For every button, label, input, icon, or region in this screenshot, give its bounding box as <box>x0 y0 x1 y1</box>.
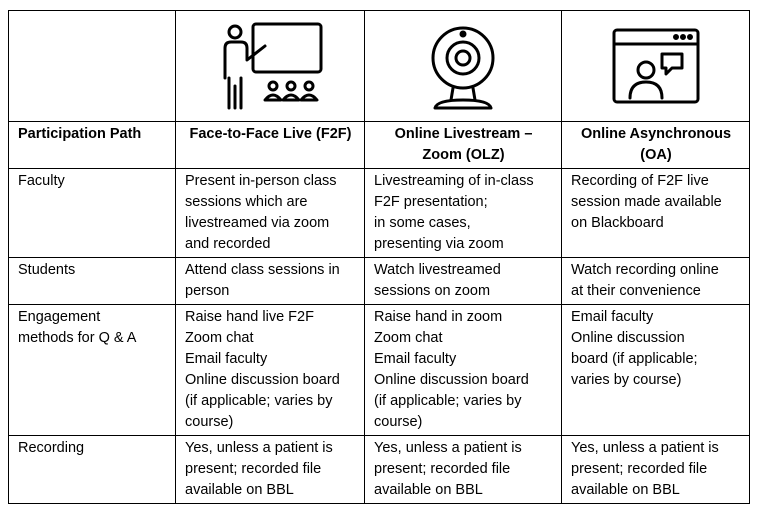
row-label-cell: Engagement methods for Q & A <box>8 304 176 436</box>
oa-cell: Recording of F2F live session made availa… <box>561 168 750 258</box>
oa-icon-cell <box>561 10 750 122</box>
cell-line: in some cases, <box>374 215 471 231</box>
header-line: (OA) <box>640 147 672 163</box>
cell-line: present; recorded file <box>185 461 322 477</box>
participation-path-header: Participation Path <box>8 121 176 169</box>
cell-line: Raise hand in zoom <box>374 309 503 325</box>
cell-line: session made available <box>571 194 722 210</box>
cell-line: sessions which are <box>185 194 308 210</box>
row-label-cell: Recording <box>8 435 176 504</box>
row-label-cell: Faculty <box>8 168 176 258</box>
table-row: Engagement methods for Q & A Raise hand li… <box>8 304 750 436</box>
cell-line: Raise hand live F2F <box>185 309 314 325</box>
cell-line: Faculty <box>18 173 65 189</box>
f2f-cell: Attend class sessions in person <box>175 257 365 305</box>
cell-line: varies by course) <box>571 372 682 388</box>
empty-corner-cell <box>8 10 176 122</box>
cell-line: Yes, unless a patient is <box>374 440 522 456</box>
olz-cell: Yes, unless a patient is present; recorde… <box>364 435 562 504</box>
cell-line: present; recorded file <box>571 461 708 477</box>
cell-line: Present in-person class <box>185 173 337 189</box>
header-row: Participation Path Face-to-Face Live (F2… <box>8 121 750 169</box>
cell-line: presenting via zoom <box>374 236 504 252</box>
cell-line: Email faculty <box>571 309 654 325</box>
header-line: Online Asynchronous <box>580 126 732 142</box>
cell-line: methods for Q & A <box>18 330 137 346</box>
cell-line: Yes, unless a patient is <box>571 440 719 456</box>
cell-line: board (if applicable; <box>571 351 698 367</box>
cell-line: available on BBL <box>571 482 680 498</box>
table-row: Students Attend class sessions in person Wa… <box>8 257 750 305</box>
cell-line: course) <box>374 414 423 430</box>
f2f-header: Face-to-Face Live (F2F) <box>175 121 365 169</box>
webcam-icon <box>431 26 495 110</box>
cell-line: on Blackboard <box>571 215 664 231</box>
header-line: Online Livestream – <box>394 126 533 142</box>
oa-cell: Watch recording online at their convenien… <box>561 257 750 305</box>
cell-line: Students <box>18 262 76 278</box>
cell-line: Recording of F2F live <box>571 173 709 189</box>
cell-line: Email faculty <box>374 351 457 367</box>
video-call-window-icon <box>612 28 699 104</box>
f2f-cell: Present in-person class sessions which ar… <box>175 168 365 258</box>
cell-line: Watch livestreamed <box>374 262 501 278</box>
cell-line: at their convenience <box>571 283 701 299</box>
cell-line: (if applicable; varies by <box>185 393 333 409</box>
teacher-presenting-icon <box>223 22 323 110</box>
cell-line: available on BBL <box>374 482 483 498</box>
cell-line: Zoom chat <box>374 330 443 346</box>
cell-line: course) <box>185 414 234 430</box>
cell-line: Recording <box>18 440 85 456</box>
cell-line: livestreamed via zoom <box>185 215 330 231</box>
cell-line: Email faculty <box>185 351 268 367</box>
f2f-icon-cell <box>175 10 365 122</box>
cell-line: Online discussion <box>571 330 685 346</box>
row-label-cell: Students <box>8 257 176 305</box>
cell-line: Engagement <box>18 309 101 325</box>
cell-line: Attend class sessions in <box>185 262 340 278</box>
f2f-cell: Yes, unless a patient is present; recorde… <box>175 435 365 504</box>
participation-table: Participation Path Face-to-Face Live (F2… <box>8 10 750 504</box>
cell-line: present; recorded file <box>374 461 511 477</box>
olz-icon-cell <box>364 10 562 122</box>
cell-line: sessions on zoom <box>374 283 491 299</box>
cell-line: Watch recording online <box>571 262 719 278</box>
cell-line: person <box>185 283 230 299</box>
olz-header: Online Livestream – Zoom (OLZ) <box>364 121 562 169</box>
cell-line: available on BBL <box>185 482 294 498</box>
cell-line: Yes, unless a patient is <box>185 440 333 456</box>
cell-line: (if applicable; varies by <box>374 393 522 409</box>
table-row: Faculty Present in-person class sessions w… <box>8 168 750 258</box>
oa-header: Online Asynchronous (OA) <box>561 121 750 169</box>
cell-line: Online discussion board <box>185 372 340 388</box>
cell-line: Zoom chat <box>185 330 254 346</box>
cell-line: F2F presentation; <box>374 194 488 210</box>
cell-line: and recorded <box>185 236 271 252</box>
olz-cell: Watch livestreamed sessions on zoom <box>364 257 562 305</box>
cell-line: Livestreaming of in-class <box>374 173 534 189</box>
cell-line: Online discussion board <box>374 372 529 388</box>
header-line: Zoom (OLZ) <box>422 147 505 163</box>
table-body: Faculty Present in-person class sessions w… <box>8 168 750 504</box>
oa-cell: Yes, unless a patient is present; recorde… <box>561 435 750 504</box>
table-row: Recording Yes, unless a patient is present… <box>8 435 750 504</box>
icon-row <box>8 10 750 122</box>
